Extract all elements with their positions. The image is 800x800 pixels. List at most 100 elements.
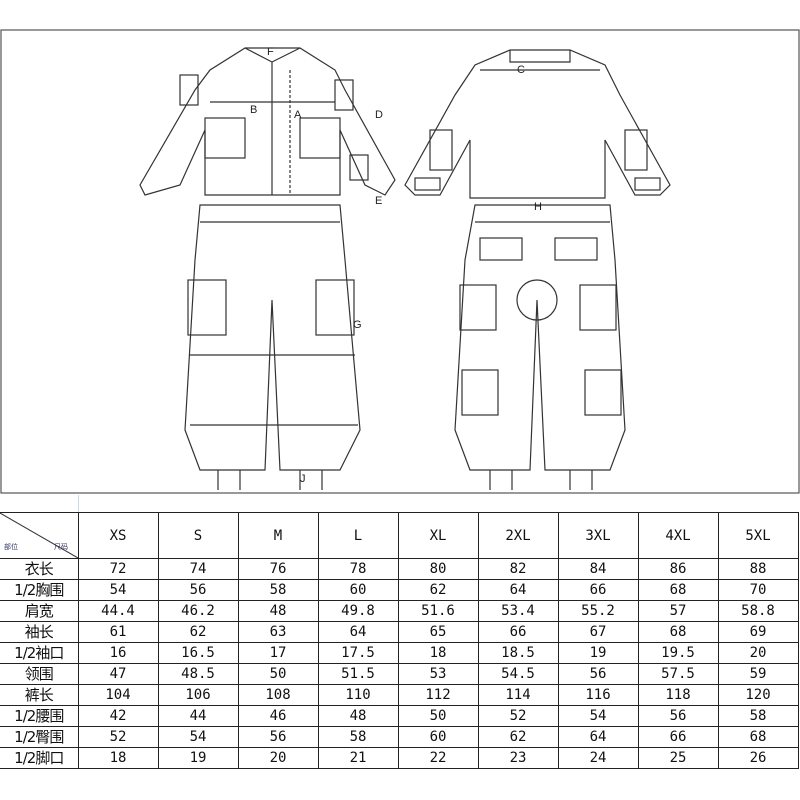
measurement-cell: 55.2 <box>557 600 639 622</box>
measurement-cell: 50 <box>237 663 319 685</box>
row-label: 肩宽 <box>0 600 79 622</box>
measurement-cell: 57.5 <box>637 663 719 685</box>
measurement-cell: 88 <box>717 558 799 580</box>
row-label: 裤长 <box>0 684 79 706</box>
measurement-cell: 70 <box>717 579 799 601</box>
measurement-cell: 72 <box>77 558 159 580</box>
dim-label-j: J <box>300 473 306 485</box>
measurement-cell: 118 <box>637 684 719 706</box>
size-header-3xl: 3XL <box>557 512 639 559</box>
measurement-cell: 24 <box>557 747 639 769</box>
size-header-s: S <box>157 512 239 559</box>
measurement-cell: 66 <box>557 579 639 601</box>
measurement-cell: 108 <box>237 684 319 706</box>
measurement-cell: 58 <box>237 579 319 601</box>
measurement-cell: 76 <box>237 558 319 580</box>
dim-label-b: B <box>250 104 257 116</box>
measurement-cell: 56 <box>557 663 639 685</box>
measurement-cell: 58 <box>717 705 799 727</box>
measurement-cell: 22 <box>397 747 479 769</box>
measurement-cell: 50 <box>397 705 479 727</box>
measurement-cell: 53 <box>397 663 479 685</box>
dim-label-a: A <box>294 109 302 121</box>
measurement-cell: 82 <box>477 558 559 580</box>
measurement-cell: 64 <box>317 621 399 643</box>
measurement-cell: 49.8 <box>317 600 399 622</box>
measurement-cell: 64 <box>557 726 639 748</box>
measurement-cell: 60 <box>317 579 399 601</box>
garment-technical-drawing: A B C D E F G H J <box>0 29 800 494</box>
measurement-cell: 48 <box>317 705 399 727</box>
row-label: 1/2袖口 <box>0 642 79 664</box>
row-label: 领围 <box>0 663 79 685</box>
size-header-l: L <box>317 512 399 559</box>
measurement-cell: 51.5 <box>317 663 399 685</box>
trousers-front-drawing <box>184 204 361 490</box>
measurement-cell: 78 <box>317 558 399 580</box>
measurement-cell: 21 <box>317 747 399 769</box>
measurement-cell: 54 <box>557 705 639 727</box>
measurement-cell: 120 <box>717 684 799 706</box>
measurement-cell: 56 <box>237 726 319 748</box>
measurement-cell: 46 <box>237 705 319 727</box>
row-label: 1/2脚口 <box>0 747 79 769</box>
corner-cell: 部位 尺码 <box>0 512 79 559</box>
measurement-cell: 58 <box>317 726 399 748</box>
measurement-cell: 54.5 <box>477 663 559 685</box>
dim-label-g: G <box>353 319 362 331</box>
trousers-back-drawing <box>454 204 626 490</box>
dim-label-d: D <box>375 109 383 121</box>
size-header-xl: XL <box>397 512 479 559</box>
measurement-cell: 18 <box>77 747 159 769</box>
measurement-cell: 19 <box>557 642 639 664</box>
measurement-cell: 69 <box>717 621 799 643</box>
measurement-cell: 80 <box>397 558 479 580</box>
size-header-m: M <box>237 512 319 559</box>
measurement-cell: 58.8 <box>717 600 799 622</box>
measurement-cell: 20 <box>237 747 319 769</box>
measurement-cell: 114 <box>477 684 559 706</box>
measurement-cell: 86 <box>637 558 719 580</box>
jacket-front-drawing <box>139 47 396 196</box>
measurement-cell: 16.5 <box>157 642 239 664</box>
measurement-cell: 52 <box>477 705 559 727</box>
measurement-cell: 19 <box>157 747 239 769</box>
measurement-cell: 44.4 <box>77 600 159 622</box>
measurement-cell: 59 <box>717 663 799 685</box>
row-label: 袖长 <box>0 621 79 643</box>
size-header-2xl: 2XL <box>477 512 559 559</box>
measurement-cell: 26 <box>717 747 799 769</box>
dim-label-e: E <box>375 195 382 207</box>
measurement-cell: 54 <box>157 726 239 748</box>
dim-label-c: C <box>517 64 525 76</box>
measurement-cell: 17.5 <box>317 642 399 664</box>
measurement-cell: 63 <box>237 621 319 643</box>
measurement-cell: 66 <box>637 726 719 748</box>
measurement-cell: 112 <box>397 684 479 706</box>
dim-label-h: H <box>534 201 542 213</box>
measurement-cell: 56 <box>157 579 239 601</box>
measurement-cell: 44 <box>157 705 239 727</box>
measurement-cell: 66 <box>477 621 559 643</box>
measurement-cell: 18.5 <box>477 642 559 664</box>
measurement-cell: 60 <box>397 726 479 748</box>
measurement-cell: 110 <box>317 684 399 706</box>
size-header-5xl: 5XL <box>717 512 799 559</box>
measurement-cell: 57 <box>637 600 719 622</box>
measurement-cell: 62 <box>477 726 559 748</box>
measurement-cell: 106 <box>157 684 239 706</box>
measurement-cell: 74 <box>157 558 239 580</box>
spacer-row <box>78 495 800 512</box>
size-header-xs: XS <box>77 512 159 559</box>
